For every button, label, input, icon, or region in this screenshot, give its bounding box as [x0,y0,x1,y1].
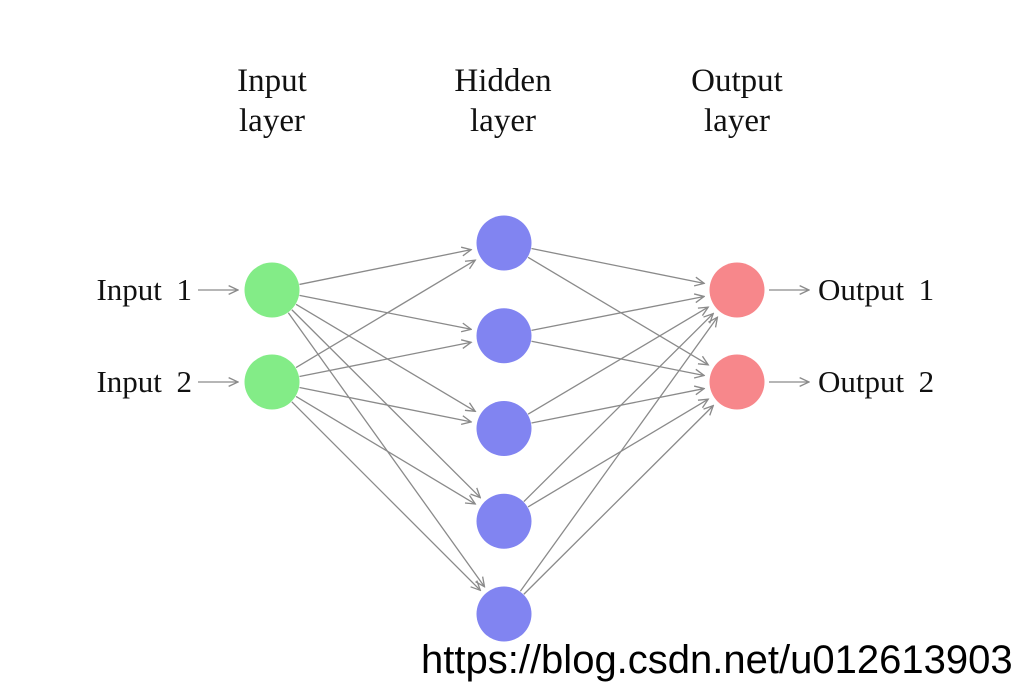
edge-input1-to-hidden5 [287,312,484,587]
edge-input2-to-hidden4 [295,395,475,504]
edge-input2-to-hidden5 [291,401,481,591]
output-node-1 [709,262,765,318]
edge-input2-to-hidden3 [299,386,471,422]
edge-hidden2-to-output2 [531,340,704,375]
edge-input2-to-hidden2 [299,342,471,378]
edge-input1-to-hidden4 [291,309,480,498]
output-layer-header: Output layer [691,63,783,139]
edge-input2-to-hidden1 [295,260,475,369]
input-node-2 [244,354,300,410]
edge-hidden4-to-output2 [527,399,708,508]
edge-hidden1-to-output1 [531,247,704,284]
edge-hidden1-to-output2 [527,256,708,364]
input-node-1 [244,262,300,318]
hidden-node-3 [476,401,532,456]
edge-input1-to-hidden3 [295,303,475,411]
output-2-label: Output 2 [818,364,935,399]
edge-input1-to-hidden2 [299,294,471,329]
hidden-node-2 [476,308,532,364]
output-1-label: Output 1 [818,272,935,307]
edge-input1-to-hidden1 [299,250,471,286]
hidden-node-1 [476,215,532,271]
edge-hidden2-to-output1 [531,296,704,331]
edge-hidden5-to-output2 [523,406,713,595]
hidden-node-5 [476,586,532,642]
edge-hidden3-to-output1 [527,307,708,415]
hidden-node-4 [476,493,532,549]
input-layer-header: Input layer [237,63,307,139]
input-2-label: Input 2 [96,364,192,399]
edge-hidden5-to-output1 [519,317,717,592]
input-1-label: Input 1 [96,272,192,307]
hidden-layer-header: Hidden layer [454,63,552,139]
edge-hidden4-to-output1 [523,314,713,502]
edge-hidden3-to-output2 [531,389,704,424]
watermark-url: https://blog.csdn.net/u012613903 [421,638,1013,682]
output-node-2 [709,354,765,410]
